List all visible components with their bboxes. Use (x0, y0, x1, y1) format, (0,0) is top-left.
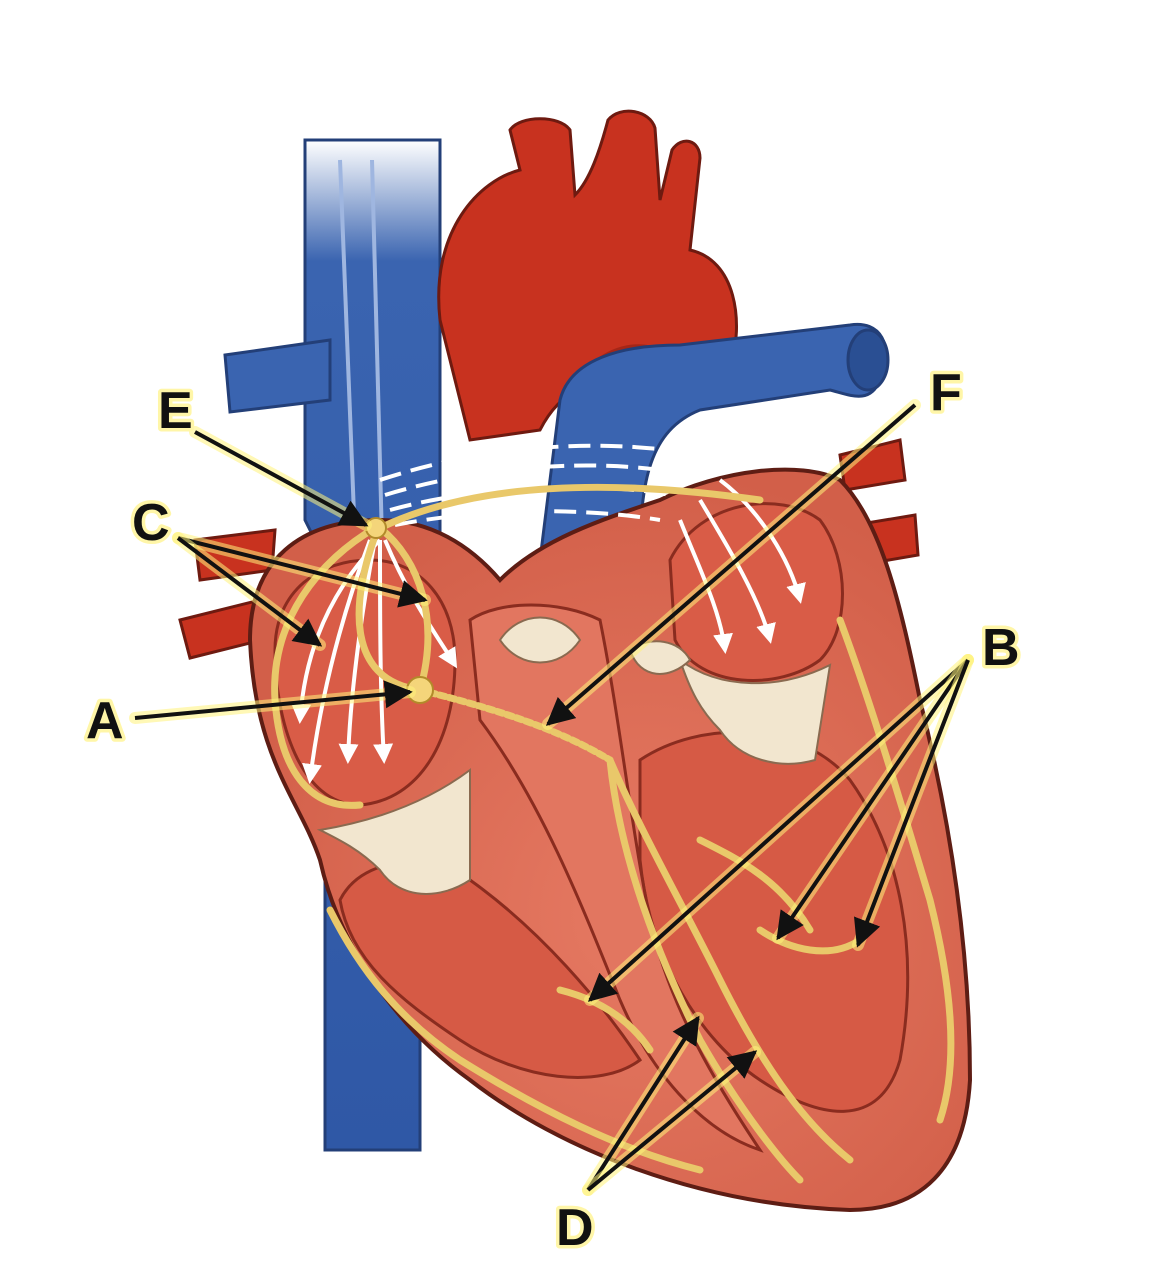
label-f: F (930, 364, 962, 422)
pulmonary-artery (538, 322, 890, 562)
label-e: E (158, 382, 193, 440)
label-b: B (982, 619, 1020, 677)
valves (316, 616, 832, 895)
label-c: C (132, 494, 170, 552)
label-pointers (129, 399, 974, 1196)
label-d: D (556, 1199, 594, 1257)
label-a: A (86, 692, 124, 750)
